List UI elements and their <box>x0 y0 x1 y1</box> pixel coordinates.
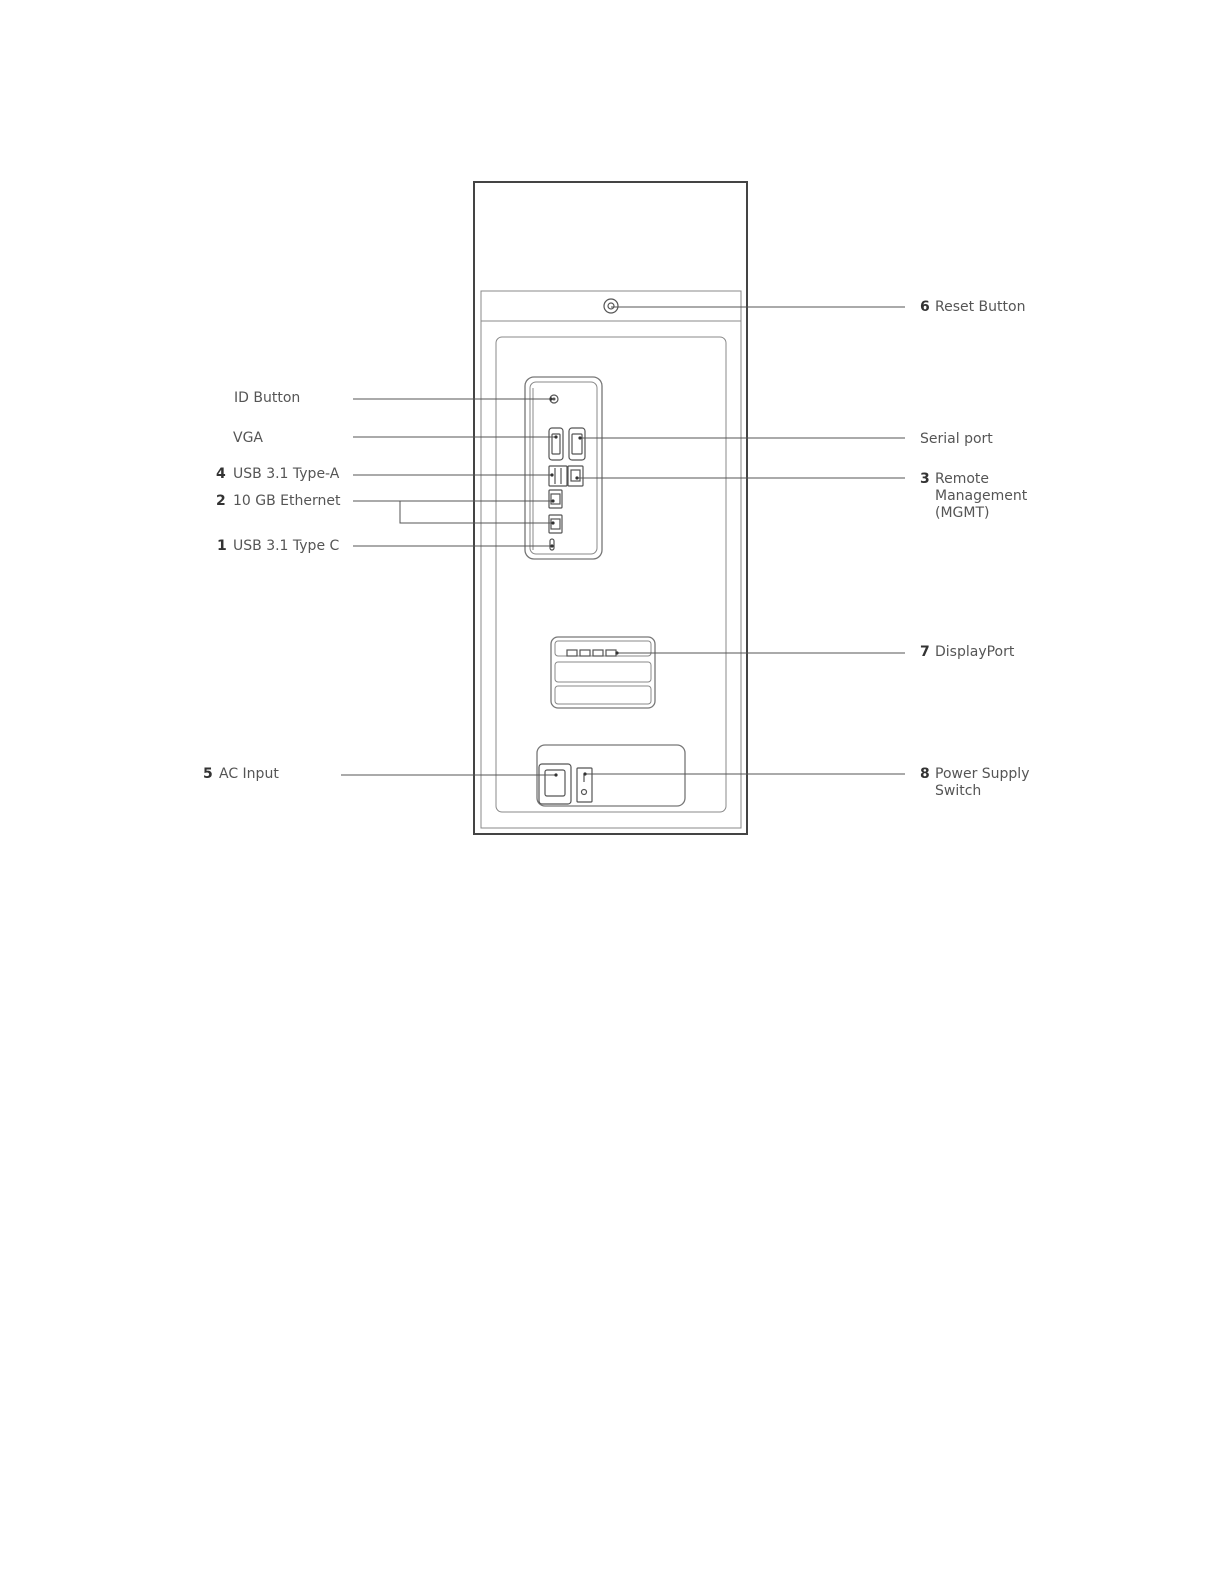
mgmt-label-line-3: (MGMT) <box>935 505 1027 522</box>
vga-port-icon <box>549 428 563 460</box>
leader-lines <box>341 307 905 775</box>
usb-type-a-label: USB 3.1 Type-A <box>233 466 339 483</box>
ethernet-label: 10 GB Ethernet <box>233 493 340 510</box>
psu-switch-label: Power Supply Switch <box>935 766 1030 800</box>
ac-input-number: 5 <box>203 766 213 783</box>
mgmt-port-icon <box>568 466 583 486</box>
serial-port-label: Serial port <box>920 431 993 448</box>
serial-port-icon <box>569 428 585 460</box>
psu-housing <box>537 745 685 806</box>
displayport-label: DisplayPort <box>935 644 1014 661</box>
ethernet-port-1-icon <box>549 490 562 508</box>
io-module-inner <box>530 382 597 554</box>
reset-button-number: 6 <box>920 299 930 316</box>
usb-type-c-number: 1 <box>217 538 227 555</box>
id-button-label: ID Button <box>234 390 300 407</box>
mgmt-label-line-1: Remote <box>935 471 1027 488</box>
usb-type-c-label: USB 3.1 Type C <box>233 538 339 555</box>
reset-button-label: Reset Button <box>935 299 1025 316</box>
ethernet-port-2-icon <box>549 515 562 533</box>
reset-strip <box>481 291 741 321</box>
mgmt-number: 3 <box>920 471 930 488</box>
psu-switch-number: 8 <box>920 766 930 783</box>
mgmt-label-line-2: Management <box>935 488 1027 505</box>
inner-panel <box>481 321 741 828</box>
ethernet-number: 2 <box>216 493 226 510</box>
mgmt-label: Remote Management (MGMT) <box>935 471 1027 522</box>
psu-switch-label-line-2: Switch <box>935 783 1030 800</box>
chassis-outline <box>474 182 747 834</box>
psu-switch-label-line-1: Power Supply <box>935 766 1030 783</box>
vga-label: VGA <box>233 430 263 447</box>
displayport-number: 7 <box>920 644 930 661</box>
reset-button-icon <box>604 299 618 313</box>
ac-input-label: AC Input <box>219 766 279 783</box>
gpu-bracket <box>551 637 655 708</box>
usb-type-a-number: 4 <box>216 466 226 483</box>
io-module-outer <box>525 377 602 559</box>
displayport-icon <box>567 650 616 656</box>
ac-input-icon <box>539 764 571 804</box>
